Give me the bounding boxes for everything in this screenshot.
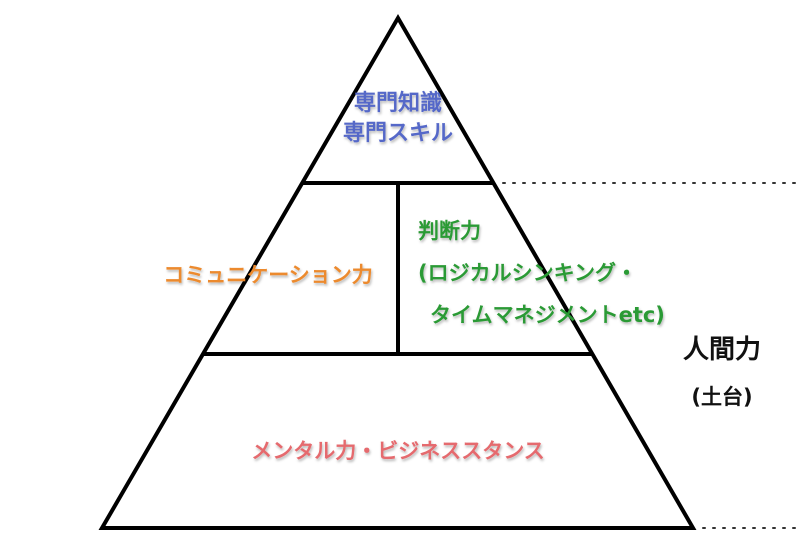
side-label-title: 人間力 bbox=[683, 335, 761, 365]
tier-bottom-line-1: メンタル力・ビジネススタンス bbox=[251, 439, 545, 463]
tier-middle-right-line-2: (ロジカルシンキング・ bbox=[418, 261, 637, 285]
tier-top-line-2: 専門スキル bbox=[343, 121, 453, 146]
tier-middle-right-line-3: タイムマネジメントetc) bbox=[430, 303, 665, 327]
tier-middle-left-line-1: コミュニケーション力 bbox=[163, 263, 373, 287]
tier-top-line-1: 専門知識 bbox=[354, 90, 442, 116]
tier-middle-right-line-1: 判断力 bbox=[418, 219, 481, 243]
side-label-subtitle: (土台) bbox=[691, 385, 752, 409]
